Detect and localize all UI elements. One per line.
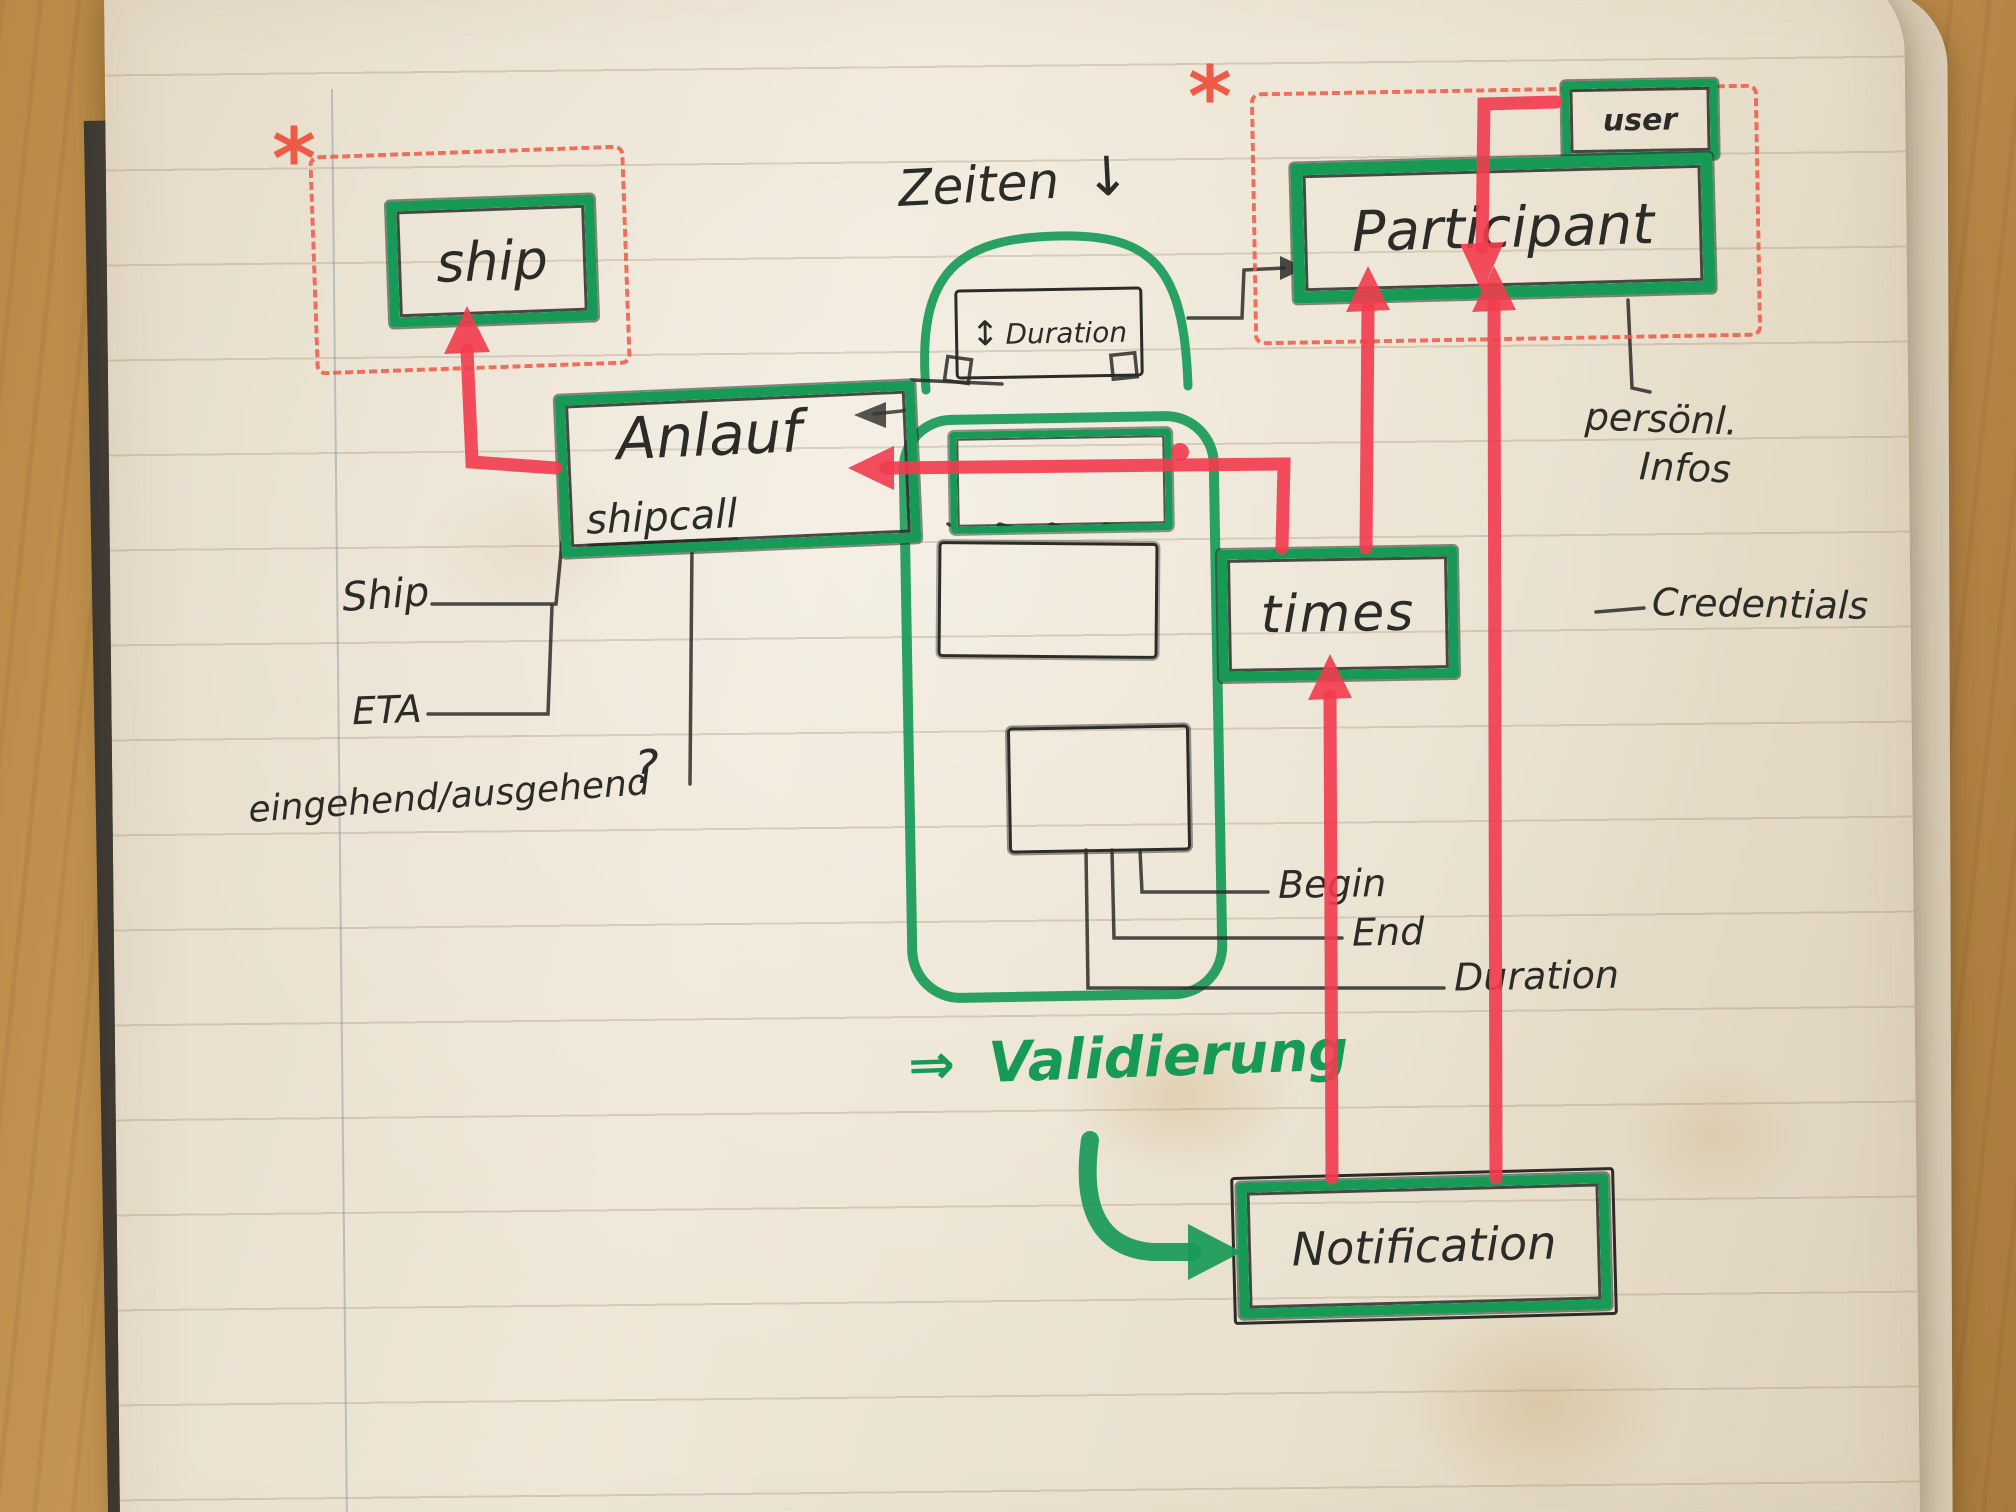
validierung-text: Validierung xyxy=(987,1018,1350,1096)
ship-attr-label: Ship xyxy=(340,569,431,621)
participant-label: Participant xyxy=(1351,191,1655,265)
credentials-label: Credentials xyxy=(1651,580,1869,628)
personal-infos-line1: persönl. xyxy=(1584,394,1739,444)
zeiten-item-box-2 xyxy=(937,541,1159,659)
zeiten-item-box-3 xyxy=(1006,724,1192,854)
anlauf-node: Anlauf shipcall xyxy=(554,380,922,558)
eta-attr-label: ETA xyxy=(351,686,423,734)
duration-attr-label: Duration xyxy=(1453,952,1620,1000)
duration-node: ↕ Duration xyxy=(954,286,1144,380)
anlauf-label: Anlauf xyxy=(615,397,804,474)
notification-node: Notification xyxy=(1236,1173,1612,1319)
personal-infos-line2: Infos xyxy=(1638,443,1732,491)
zeiten-text: Zeiten xyxy=(896,151,1061,219)
updown-arrow-icon: ↕ xyxy=(970,313,1000,355)
asterisk-icon: * xyxy=(1188,48,1232,146)
user-label: user xyxy=(1602,101,1678,139)
begin-attr-label: Begin xyxy=(1277,861,1387,907)
down-arrow-icon: ↓ xyxy=(1083,143,1132,210)
times-label: times xyxy=(1260,582,1416,646)
user-node: user xyxy=(1561,78,1719,162)
asterisk-icon: * xyxy=(272,110,316,208)
double-arrow-icon: ⇒ xyxy=(906,1032,957,1099)
zeiten-heading: Zeiten ↓ xyxy=(897,144,1132,219)
notification-label: Notification xyxy=(1290,1215,1558,1277)
duration-label: Duration xyxy=(1005,315,1128,351)
participant-node: Participant xyxy=(1290,152,1716,304)
end-attr-label: End xyxy=(1351,909,1425,955)
personal-infos-label: persönl. Infos xyxy=(1582,393,1738,493)
notification-frame: Notification xyxy=(1230,1166,1618,1326)
ship-label: ship xyxy=(435,227,549,295)
question-mark: ? xyxy=(634,740,659,794)
ship-node: ship xyxy=(385,194,599,328)
times-node: times xyxy=(1216,545,1460,683)
shipcall-label: shipcall xyxy=(585,491,739,547)
zeiten-item-box-1 xyxy=(949,428,1173,534)
